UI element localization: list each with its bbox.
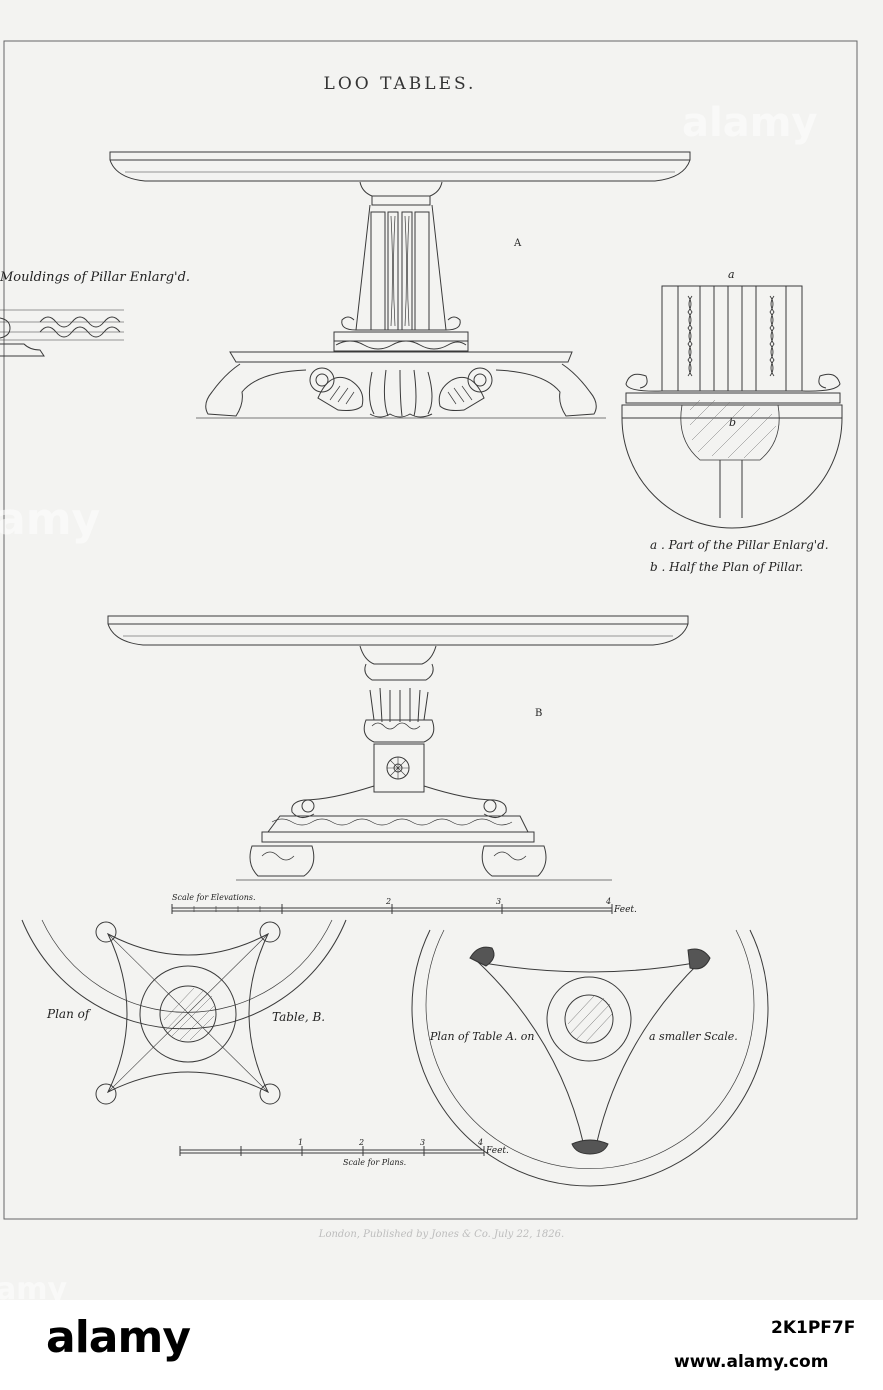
plans-scale-bar xyxy=(179,1146,485,1156)
table-b-elevation xyxy=(107,615,689,881)
scale-tick-label: 3 xyxy=(420,1138,426,1147)
plan-table-a xyxy=(411,929,769,1187)
label-detail-b: b xyxy=(729,416,737,429)
plate-title: LOO TABLES. xyxy=(323,74,477,94)
scale-tick-label: 1 xyxy=(298,1138,304,1147)
plan-table-b xyxy=(21,919,347,1105)
label-table-a: A xyxy=(514,238,522,249)
alamy-logo: alamy xyxy=(46,1312,191,1363)
watermark: amy xyxy=(0,1272,68,1300)
label-detail-a: a xyxy=(728,268,735,281)
smaller-scale-label: a smaller Scale. xyxy=(649,1030,738,1043)
pillar-detail-a xyxy=(621,285,843,529)
elevation-scale-bar xyxy=(171,904,613,914)
table-a-elevation xyxy=(109,151,691,419)
mouldings-detail xyxy=(0,309,124,357)
plate-border xyxy=(3,40,858,1220)
site-url: www.alamy.com xyxy=(674,1352,829,1372)
stock-banner xyxy=(0,1300,883,1390)
mouldings-caption: Mouldings of Pillar Enlarg'd. xyxy=(0,270,191,285)
scale-plans-label: Scale for Plans. xyxy=(343,1158,407,1167)
scale-elevations-label: Scale for Elevations. xyxy=(172,893,256,902)
table-b-label: Table, B. xyxy=(272,1010,326,1024)
watermark: amy xyxy=(0,494,101,545)
caption-part-of-pillar: a . Part of the Pillar Enlarg'd. xyxy=(650,538,829,552)
engraving-drawings xyxy=(0,40,858,1220)
watermark: alamy xyxy=(682,100,818,146)
feet-label-elevations: Feet. xyxy=(614,905,637,915)
plan-of-label: Plan of xyxy=(47,1007,90,1021)
publisher-imprint: London, Published by Jones & Co. July 22… xyxy=(318,1229,565,1240)
scale-tick-label: 3 xyxy=(496,897,502,906)
scale-tick-label: 4 xyxy=(606,897,612,906)
plan-table-a-label: Plan of Table A. on xyxy=(430,1030,535,1043)
engraving-plate: LOO TABLES. A a B b Mouldings of Pillar … xyxy=(0,0,883,1300)
scale-tick-label: 2 xyxy=(386,897,392,906)
scale-tick-label: 4 xyxy=(478,1138,484,1147)
feet-label-plans: Feet. xyxy=(486,1146,509,1156)
label-table-b: B xyxy=(535,708,543,719)
caption-half-plan: b . Half the Plan of Pillar. xyxy=(650,560,804,574)
image-id: 2K1PF7F xyxy=(771,1318,856,1338)
scale-tick-label: 2 xyxy=(359,1138,365,1147)
